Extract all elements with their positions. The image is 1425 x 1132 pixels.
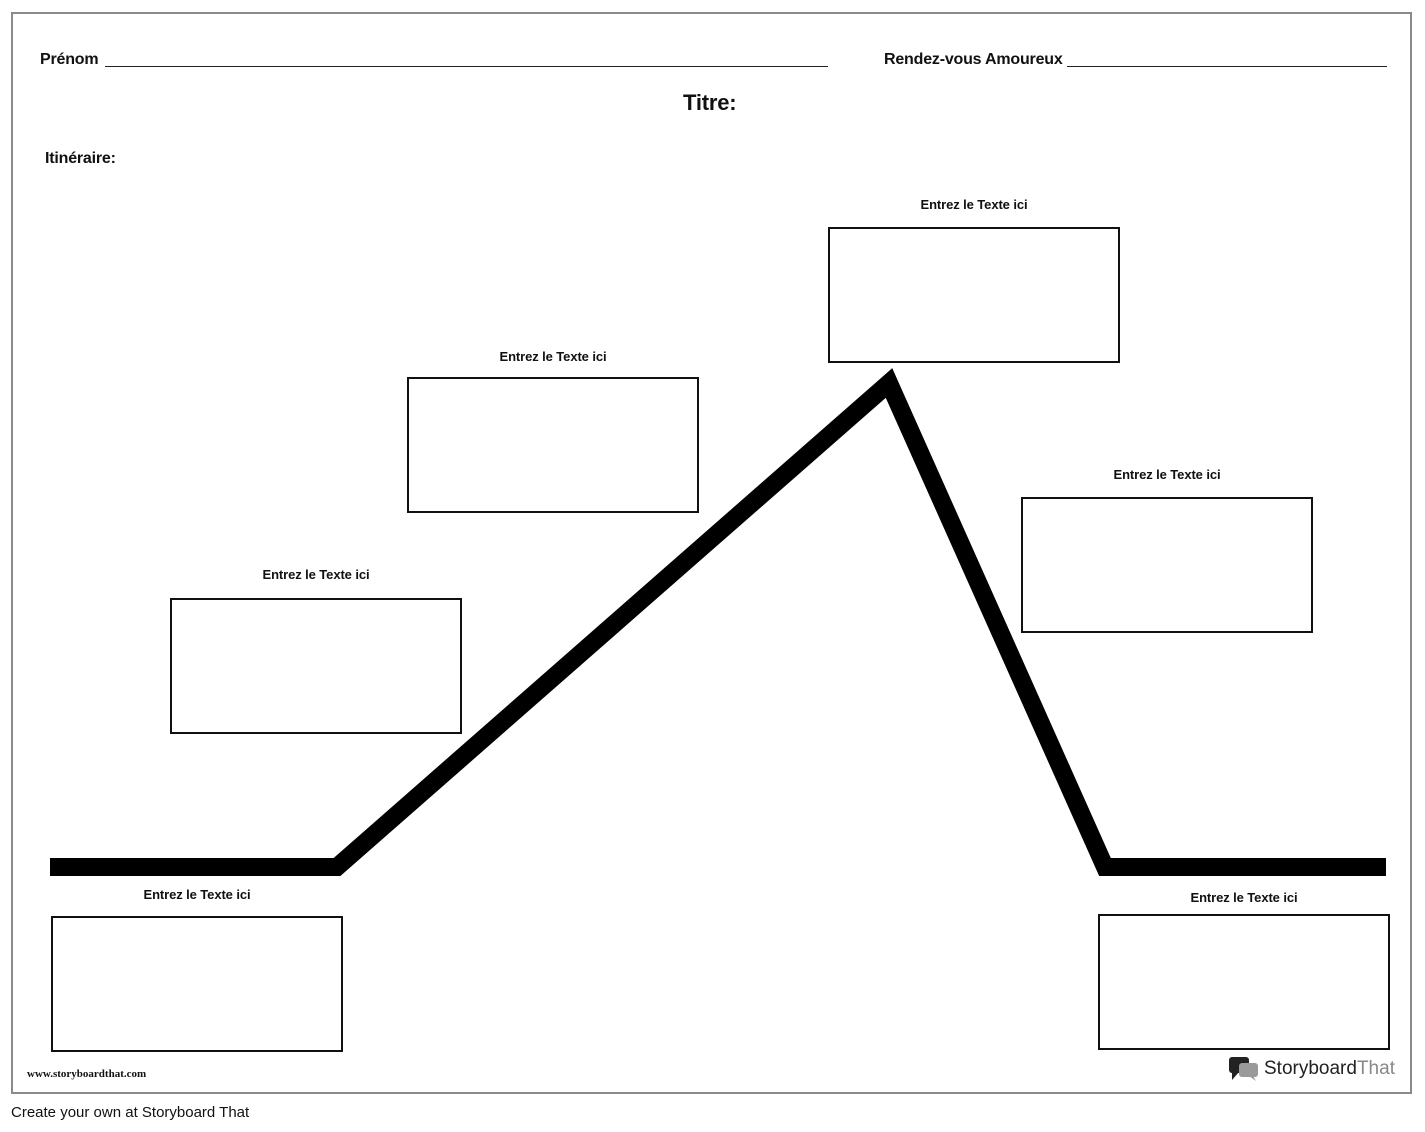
date-label: Rendez-vous Amoureux [884, 51, 1063, 68]
box-title-rising-2: Entrez le Texte ici [499, 349, 607, 364]
watermark-url: www.storyboardthat.com [27, 1068, 147, 1080]
text-box-climax[interactable] [828, 227, 1120, 363]
text-box-falling[interactable] [1021, 497, 1313, 633]
create-your-own-link[interactable]: Create your own at Storyboard That [11, 1104, 250, 1121]
text-box-rising-1[interactable] [170, 598, 462, 734]
name-label: Prénom [40, 51, 99, 68]
logo-text-main: Storyboard [1264, 1058, 1357, 1079]
box-title-resolution: Entrez le Texte ici [1190, 890, 1298, 905]
itinerary-label: Itinéraire: [45, 150, 116, 167]
box-title-falling: Entrez le Texte ici [1113, 467, 1221, 482]
box-title-exposition: Entrez le Texte ici [143, 887, 251, 902]
date-line [1067, 66, 1387, 67]
box-title-climax: Entrez le Texte ici [920, 197, 1028, 212]
logo-text-light: That [1356, 1058, 1395, 1079]
box-title-rising-1: Entrez le Texte ici [262, 567, 370, 582]
text-box-rising-2[interactable] [407, 377, 699, 513]
text-box-resolution[interactable] [1098, 914, 1390, 1050]
name-line [105, 66, 828, 67]
speech-bubble-icon [1229, 1057, 1258, 1081]
page-title: Titre: [683, 90, 737, 115]
storyboardthat-logo: StoryboardThat [1228, 1056, 1395, 1082]
text-box-exposition[interactable] [51, 916, 343, 1052]
